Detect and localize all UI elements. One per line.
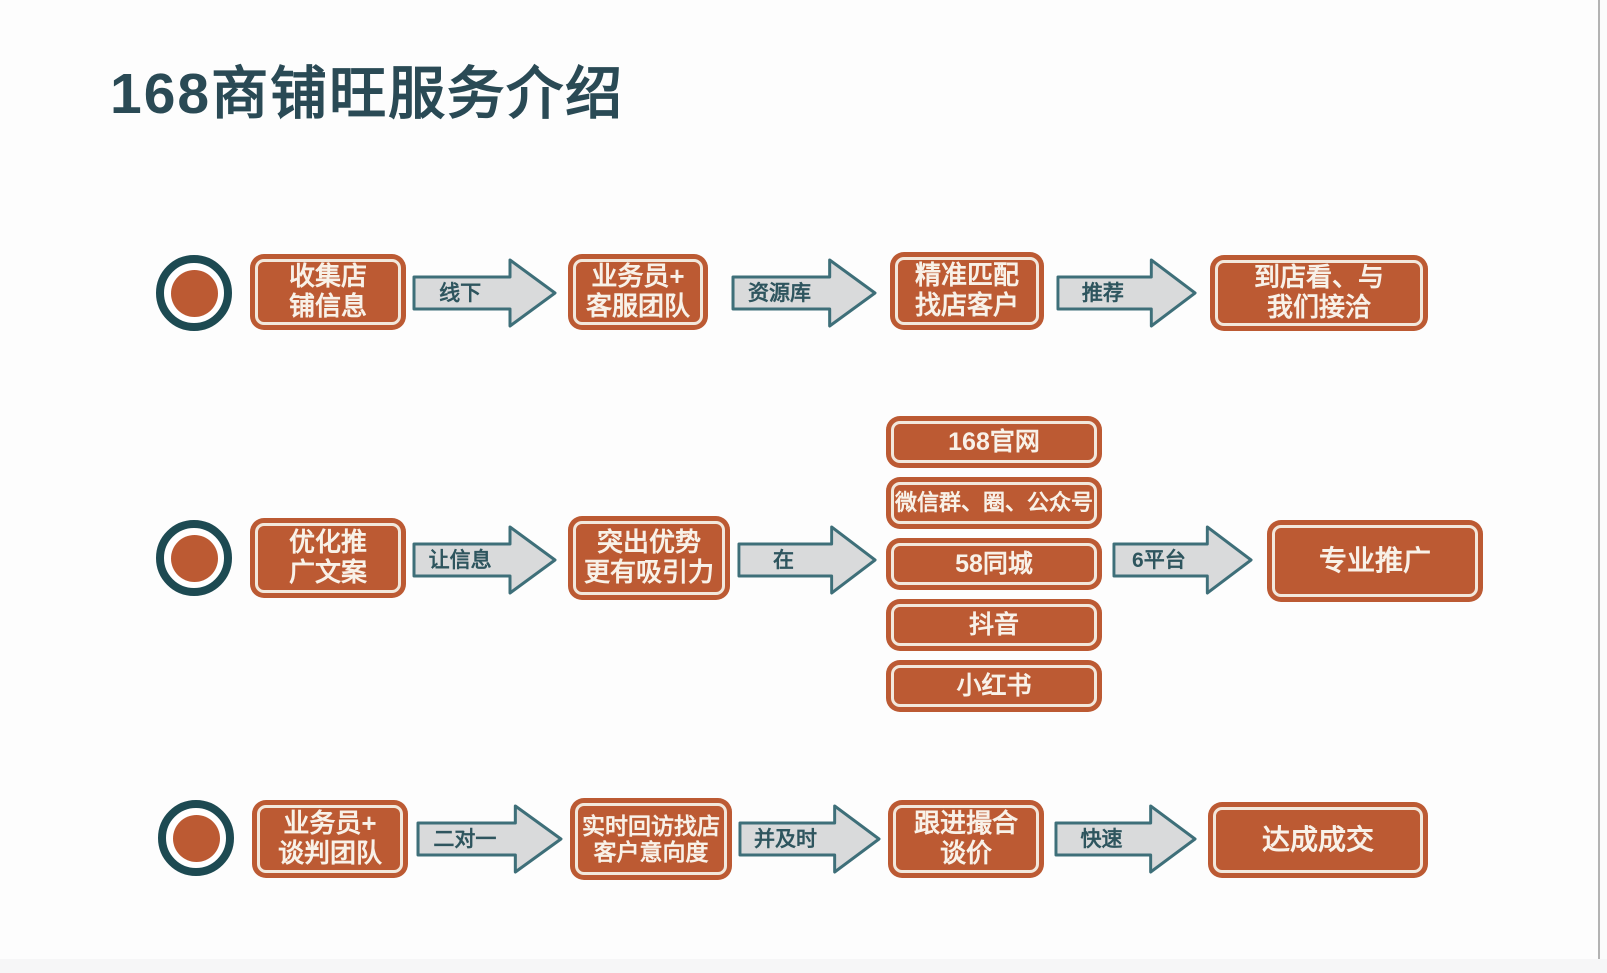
bullet-dot: [172, 814, 220, 862]
bullet-dot: [170, 534, 218, 582]
right-arrow-icon: [416, 804, 563, 874]
node-line: 谈价: [939, 838, 992, 868]
node-deal-closed: 达成成交: [1208, 802, 1428, 878]
arrow-label: 6平台: [1132, 549, 1186, 573]
arrow-label: 并及时: [754, 828, 818, 852]
node-line: 更有吸引力: [583, 557, 714, 587]
node-precise-match-customers: 精准匹配 找店客户: [890, 252, 1044, 330]
node-line: 小红书: [956, 671, 1032, 700]
node-followup-negotiate-price: 跟进撮合 谈价: [888, 800, 1044, 878]
node-platform-168-website: 168官网: [886, 416, 1102, 468]
arrow-label: 推荐: [1081, 282, 1124, 306]
node-line: 168官网: [948, 427, 1040, 456]
node-highlight-advantages: 突出优势 更有吸引力: [568, 516, 730, 600]
node-platform-douyin: 抖音: [886, 599, 1102, 651]
node-salesman-negotiation-team: 业务员+ 谈判团队: [252, 800, 408, 878]
node-line: 抖音: [968, 610, 1019, 639]
node-platform-58-tongcheng: 58同城: [886, 538, 1102, 590]
arrow-fast: 快速: [1054, 803, 1198, 875]
node-line: 达成成交: [1261, 824, 1374, 856]
right-arrow-icon: [1112, 525, 1253, 595]
node-collect-shop-info: 收集店 铺信息: [250, 254, 406, 330]
right-arrow-icon: [1056, 258, 1197, 328]
node-visit-and-contact: 到店看、与 我们接洽: [1210, 255, 1428, 331]
node-line: 铺信息: [288, 291, 367, 321]
right-edge-line: [1598, 0, 1607, 973]
page-title: 168商铺旺服务介绍: [110, 62, 625, 126]
right-arrow-icon: [412, 525, 557, 595]
node-platform-xiaohongshu: 小红书: [886, 660, 1102, 712]
node-line: 到店看、与: [1253, 262, 1384, 293]
arrow-recommend: 推荐: [1056, 257, 1198, 329]
node-line: 突出优势: [596, 527, 701, 558]
arrow-make-info: 让信息: [412, 524, 558, 596]
node-platform-wechat: 微信群、圈、公众号: [886, 477, 1102, 529]
arrow-label: 让信息: [428, 549, 492, 573]
right-arrow-icon: [731, 258, 877, 328]
bullet-dot: [170, 269, 218, 317]
arrow-label: 资源库: [748, 282, 811, 306]
node-line: 收集店: [288, 261, 367, 292]
row1-bullet-icon: [156, 255, 232, 331]
node-line: 58同城: [955, 549, 1033, 578]
node-professional-promotion: 专业推广: [1267, 520, 1483, 602]
right-arrow-icon: [1054, 804, 1197, 874]
row3-bullet-icon: [158, 800, 234, 876]
right-arrow-icon: [738, 804, 881, 874]
node-line: 实时回访找店: [582, 812, 720, 839]
node-line: 广文案: [288, 557, 367, 587]
row2-bullet-icon: [156, 520, 232, 596]
arrow-and-timely: 并及时: [738, 803, 882, 875]
node-line: 谈判团队: [277, 838, 382, 868]
right-arrow-icon: [412, 258, 557, 328]
arrow-on-platforms: 在: [737, 524, 878, 596]
arrow-label: 二对一: [433, 828, 497, 852]
node-line: 业务员+: [591, 261, 685, 292]
arrow-label: 在: [773, 549, 795, 573]
node-line: 业务员+: [283, 808, 377, 839]
node-optimize-copywriting: 优化推 广文案: [250, 518, 406, 598]
node-line: 我们接洽: [1266, 292, 1371, 322]
node-line: 客服团队: [585, 291, 690, 321]
node-salesman-service-team: 业务员+ 客服团队: [568, 254, 708, 330]
arrow-six-platforms: 6平台: [1112, 524, 1254, 596]
node-line: 精准匹配: [914, 260, 1019, 291]
arrow-resource-pool: 资源库: [731, 257, 878, 329]
node-line: 客户意向度: [593, 839, 709, 865]
node-realtime-followup-intent: 实时回访找店 客户意向度: [570, 798, 732, 880]
node-line: 跟进撮合: [913, 808, 1018, 839]
bottom-strip: [0, 959, 1607, 973]
arrow-label: 线下: [439, 282, 482, 306]
node-line: 找店客户: [914, 290, 1019, 320]
node-line: 优化推: [288, 527, 367, 558]
arrow-offline: 线下: [412, 257, 558, 329]
arrow-two-on-one: 二对一: [416, 803, 564, 875]
arrow-label: 快速: [1080, 828, 1123, 852]
node-line: 微信群、圈、公众号: [894, 490, 1093, 516]
right-arrow-icon: [737, 525, 877, 595]
node-line: 专业推广: [1318, 545, 1431, 577]
